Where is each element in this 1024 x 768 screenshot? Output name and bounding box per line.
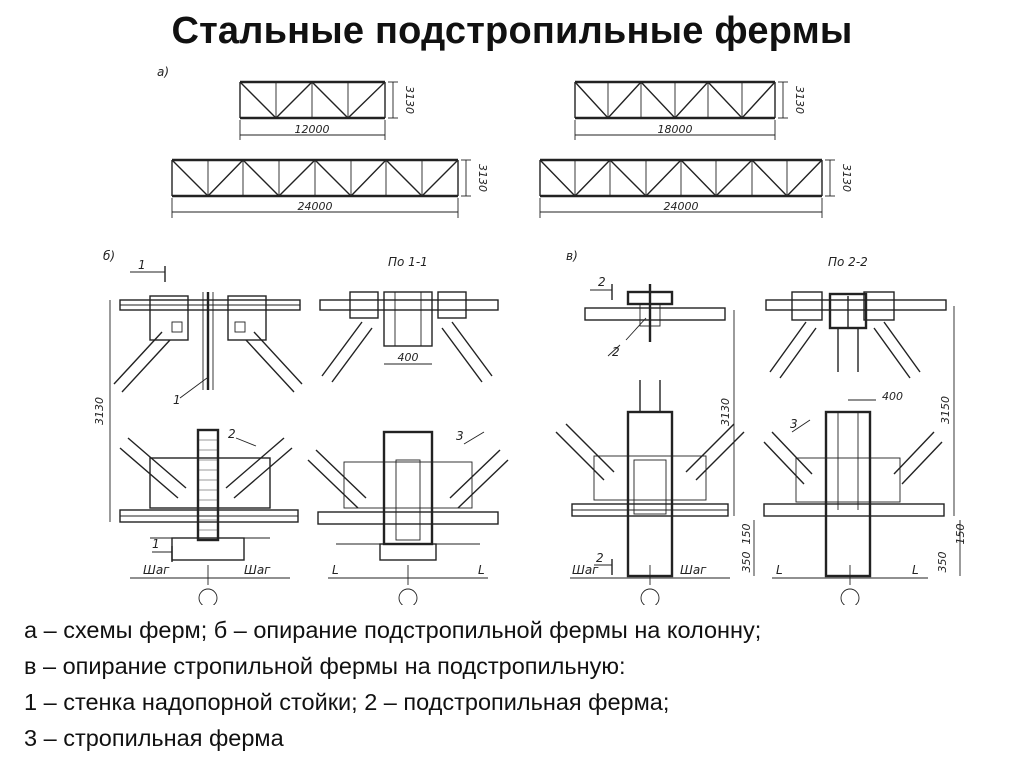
cut-1-bottom: 1 (152, 537, 160, 551)
truss-12000-span: 12000 (295, 123, 330, 136)
callout-2-b: 2 (228, 427, 236, 441)
page-title: Стальные подстропильные фермы (171, 10, 853, 52)
cut-2-label: 2 (598, 275, 606, 289)
truss-12000: 12000 3130 (239, 80, 416, 140)
truss-24000b-span: 24000 (664, 200, 699, 213)
callout-2-v: 2 (612, 345, 620, 359)
dim-3130-b: 3130 (93, 397, 106, 425)
dim-400-v: 400 (882, 390, 903, 403)
caption-line-4: 3 – стропильная ферма (24, 725, 284, 751)
label-v: в) (566, 249, 578, 263)
caption-line-2: в – опирание стропильной фермы на подстр… (24, 653, 626, 679)
l-label-2: L (478, 563, 485, 577)
dim-150-v: 150 (740, 524, 753, 545)
truss-drawing: а) 12000 3130 18000 (93, 65, 967, 605)
dim-350-v: 350 (740, 552, 753, 573)
truss-24000b-height: 3130 (840, 164, 853, 192)
truss-24000-right: 24000 3130 (539, 158, 853, 218)
truss-18000-height: 3130 (793, 86, 806, 114)
figure-caption: а – схемы ферм; б – опирание подстропиль… (24, 612, 1004, 756)
step-label-3: Шаг (572, 563, 599, 577)
dim-350-v2: 350 (936, 552, 949, 573)
truss-24000a-height: 3130 (476, 164, 489, 192)
section-1-label: По 1-1 (388, 255, 428, 269)
cut-1-label: 1 (138, 258, 146, 272)
cut-2-bottom: 2 (596, 551, 604, 565)
truss-12000-height: 3130 (403, 86, 416, 114)
truss-24000a-span: 24000 (298, 200, 333, 213)
callout-3-v: 3 (790, 417, 798, 431)
callout-3-b: 3 (456, 429, 464, 443)
label-b: б) (103, 249, 115, 263)
dim-3150: 3150 (939, 396, 952, 424)
support-v-section: 400 3 3150 150 350 L L (763, 291, 967, 605)
support-v-elevation: 2 2 3130 150 350 2 Шаг Шаг (555, 275, 755, 605)
l-label-1: L (332, 563, 339, 577)
support-b-section: 400 3 L L (307, 291, 509, 605)
step-label-2: Шаг (244, 563, 271, 577)
dim-400-b: 400 (398, 351, 419, 364)
callout-1: 1 (173, 393, 181, 407)
l-label-3: L (776, 563, 783, 577)
caption-line-1: а – схемы ферм; б – опирание подстропиль… (24, 617, 762, 643)
truss-18000: 18000 3130 (574, 80, 806, 140)
section-2-label: По 2-2 (828, 255, 868, 269)
truss-18000-span: 18000 (658, 123, 693, 136)
label-a: а) (157, 65, 169, 79)
support-b-elevation: 1 3130 1 (93, 258, 303, 605)
step-label-1: Шаг (143, 563, 170, 577)
dim-3130-v: 3130 (719, 398, 732, 426)
dim-150-v2: 150 (954, 524, 967, 545)
truss-24000-left: 24000 3130 (171, 158, 489, 218)
l-label-4: L (912, 563, 919, 577)
caption-line-3: 1 – стенка надопорной стойки; 2 – подстр… (24, 689, 670, 715)
step-label-4: Шаг (680, 563, 707, 577)
